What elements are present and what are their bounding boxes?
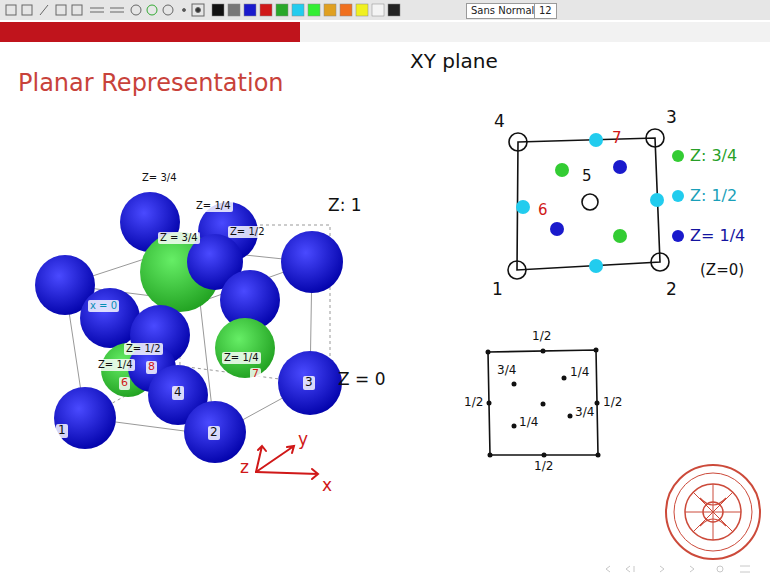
callout-number: 1 <box>56 424 68 438</box>
legend-text: Z= 1/4 <box>690 226 745 245</box>
atom-label: Z = 3/4 <box>158 232 200 244</box>
axis-label: y <box>298 430 308 450</box>
field-text: 12 <box>535 4 556 18</box>
legend-text: Z: 3/4 <box>690 146 737 165</box>
blue-atom <box>184 401 246 463</box>
corner-number: 2 <box>666 280 677 300</box>
blue-atom <box>54 387 116 449</box>
atom-label: Z= 1/2 <box>228 226 267 238</box>
plane-heading: XY plane <box>410 50 498 73</box>
callout-number: 7 <box>250 368 261 381</box>
blue-atom <box>278 351 342 415</box>
legend-swatch <box>672 230 684 242</box>
atom-label: Z= 1/4 <box>222 352 261 364</box>
height-label: 1/2 <box>603 396 622 410</box>
color-palette <box>212 4 400 16</box>
slide-title: Planar Representation <box>18 70 284 98</box>
callout-number: 4 <box>172 386 184 400</box>
header-band-light <box>300 22 770 42</box>
atom-number: 5 <box>582 168 592 185</box>
callout-number: 2 <box>208 426 220 440</box>
field-text: Sans Normal <box>467 4 539 18</box>
toolbar-field: 12 <box>534 3 557 19</box>
callout-number: 3 <box>303 376 315 390</box>
toolbar-bar <box>0 0 770 20</box>
corner-number: 3 <box>666 108 677 128</box>
plane-note: (Z=0) <box>700 262 744 279</box>
quarter-atoms <box>550 160 627 236</box>
toolbar-field: Sans Normal <box>466 3 540 19</box>
plan-dots <box>486 348 601 458</box>
height-label: 1/2 <box>464 396 483 410</box>
callout-number: 7 <box>612 130 622 147</box>
toolbar-icons <box>6 4 204 16</box>
three-quarter-atoms <box>555 163 627 243</box>
axis-label: x <box>322 476 332 496</box>
axis-label: z <box>240 458 249 478</box>
corner-number: 1 <box>492 280 503 300</box>
atom-label: Z= 3/4 <box>140 172 179 184</box>
callout-number: 8 <box>146 361 157 374</box>
legend-swatch <box>672 150 684 162</box>
slide-navigation <box>606 566 750 572</box>
height-label: 3/4 <box>497 364 516 378</box>
atom-label: Z= 1/2 <box>124 343 163 355</box>
corner-atoms <box>508 129 669 279</box>
layer-label: Z = 0 <box>338 370 386 390</box>
xy-plane-square <box>517 138 660 270</box>
atom-label: Z= 1/4 <box>194 200 233 212</box>
height-label: 1/4 <box>570 366 589 380</box>
axis-arrows <box>256 446 318 479</box>
institute-seal <box>666 465 760 559</box>
header-band <box>0 22 300 42</box>
callout-number: 6 <box>119 377 130 390</box>
callout-number: 6 <box>538 202 548 219</box>
green-atom <box>215 318 275 378</box>
half-atoms <box>516 133 664 273</box>
height-label: 1/2 <box>532 330 551 344</box>
legend-swatch <box>672 190 684 202</box>
blue-atom <box>281 231 343 293</box>
atom-spheres <box>35 192 343 463</box>
height-label: 3/4 <box>575 406 594 420</box>
atom-label: x = 0 <box>88 300 119 312</box>
height-label: 1/4 <box>519 416 538 430</box>
atom-label: Z= 1/4 <box>96 359 135 371</box>
legend-entry: Z: 3/4 <box>672 146 737 165</box>
legend-entry: Z: 1/2 <box>672 186 737 205</box>
legend-text: Z: 1/2 <box>690 186 737 205</box>
corner-number: 4 <box>494 112 505 132</box>
layer-label: Z: 1 <box>328 196 362 216</box>
plan-square <box>488 350 598 455</box>
legend-entry: Z= 1/4 <box>672 226 745 245</box>
height-label: 1/2 <box>534 460 553 474</box>
